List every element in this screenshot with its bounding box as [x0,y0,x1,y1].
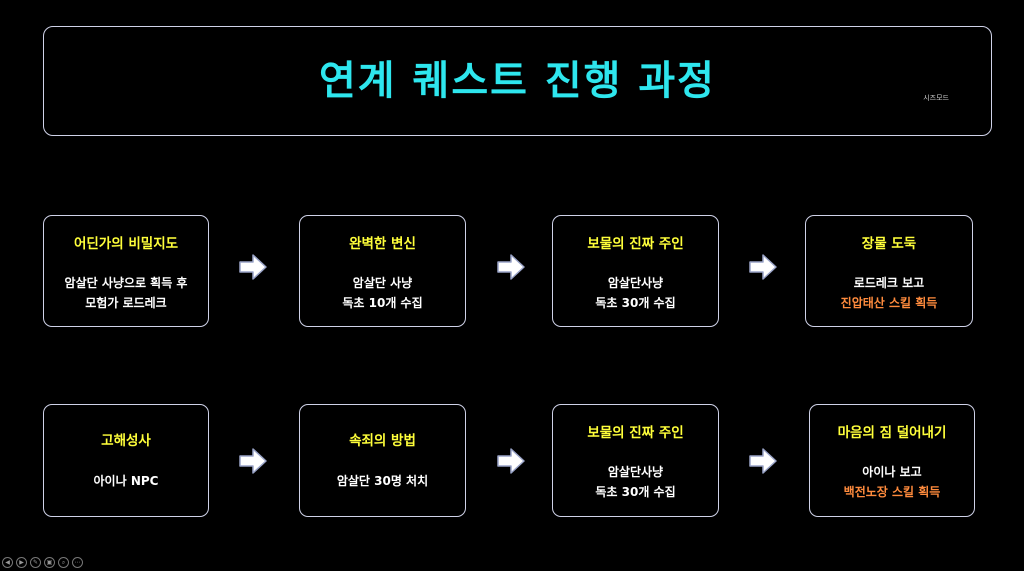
quest-card-line: 암살단 30명 처치 [336,474,429,488]
right-arrow-icon [497,448,525,474]
quest-card-title: 보물의 진짜 주인 [587,236,684,252]
quest-card-line: 독초 10개 수집 [342,296,423,310]
right-arrow-icon [749,448,777,474]
quest-card-7: 보물의 진짜 주인 암살단사냥 독초 30개 수집 [552,404,719,517]
quest-card-body: 암살단사냥 독초 30개 수집 [553,462,718,502]
quest-card-line: 독초 30개 수집 [595,296,676,310]
title-box: 연계 퀘스트 진행 과정 시즈모드 [43,26,992,136]
quest-card-title: 속죄의 방법 [349,433,416,449]
pen-icon[interactable]: ✎ [30,557,41,568]
zoom-icon[interactable]: ⌕ [58,557,69,568]
quest-card-title: 완벽한 변신 [349,236,416,252]
next-icon[interactable]: ▶ [16,557,27,568]
quest-card-6: 속죄의 방법 암살단 30명 처치 [299,404,466,517]
quest-card-title: 어딘가의 비밀지도 [73,236,179,252]
quest-card-title: 마음의 짐 덜어내기 [837,425,947,441]
quest-card-title: 고해성사 [101,433,151,449]
right-arrow-icon [239,254,267,280]
quest-card-body: 아이나 NPC [44,471,208,491]
quest-card-line: 암살단 사냥 [352,276,413,290]
quest-card-body: 암살단사냥 독초 30개 수집 [553,273,718,313]
quest-card-line: 아이나 보고 [862,465,922,479]
quest-card-1: 어딘가의 비밀지도 암살단 사냥으로 획득 후 모험가 로드레크 [43,215,209,327]
more-icon[interactable]: ⋯ [72,557,83,568]
slides-icon[interactable]: ▣ [44,557,55,568]
quest-card-line: 암살단사냥 [607,465,664,479]
quest-card-5: 고해성사 아이나 NPC [43,404,209,517]
quest-card-body: 암살단 30명 처치 [300,471,465,491]
quest-card-line: 로드레크 보고 [853,276,925,290]
slide-tag: 시즈모드 [923,94,949,102]
prev-icon[interactable]: ◀ [2,557,13,568]
slide-title: 연계 퀘스트 진행 과정 [319,58,716,104]
quest-card-line: 암살단 사냥으로 획득 후 [64,276,188,290]
quest-card-body: 아이나 보고 백전노장 스킬 획득 [810,462,974,502]
quest-card-reward: 진압태산 스킬 획득 [840,296,938,310]
quest-card-8: 마음의 짐 덜어내기 아이나 보고 백전노장 스킬 획득 [809,404,975,517]
presentation-toolbar: ◀ ▶ ✎ ▣ ⌕ ⋯ [2,557,83,569]
quest-card-3: 보물의 진짜 주인 암살단사냥 독초 30개 수집 [552,215,719,327]
quest-card-4: 장물 도둑 로드레크 보고 진압태산 스킬 획득 [805,215,973,327]
quest-card-line: 모험가 로드레크 [85,296,167,310]
quest-card-title: 보물의 진짜 주인 [587,425,684,441]
quest-card-body: 암살단 사냥 독초 10개 수집 [300,273,465,313]
quest-card-line: 아이나 NPC [93,474,159,488]
quest-card-body: 암살단 사냥으로 획득 후 모험가 로드레크 [44,273,208,313]
quest-card-title: 장물 도둑 [861,236,917,252]
right-arrow-icon [239,448,267,474]
quest-card-line: 독초 30개 수집 [595,485,676,499]
quest-card-line: 암살단사냥 [607,276,664,290]
right-arrow-icon [497,254,525,280]
quest-card-2: 완벽한 변신 암살단 사냥 독초 10개 수집 [299,215,466,327]
quest-card-body: 로드레크 보고 진압태산 스킬 획득 [806,273,972,313]
quest-card-reward: 백전노장 스킬 획득 [843,485,941,499]
right-arrow-icon [749,254,777,280]
